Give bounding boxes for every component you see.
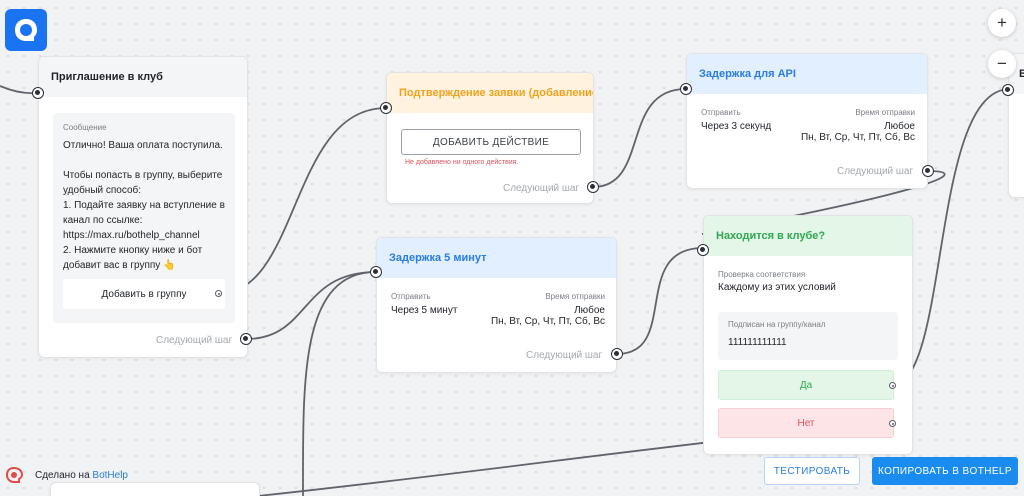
time-label: Время отправки (855, 108, 915, 117)
node-partial-bottom[interactable] (50, 482, 260, 496)
node-title: Находится в клубе? (704, 216, 912, 256)
node-title: Подтверждение заявки (добавление ... (387, 73, 593, 113)
invite-input-port[interactable] (32, 87, 44, 99)
branch-no[interactable]: Нет (718, 408, 894, 438)
next-step-label: Следующий шаг (526, 350, 603, 361)
inclub-input-port[interactable] (697, 244, 709, 256)
node-delay-api[interactable]: Задержка для API Отправить Через 3 секун… (686, 53, 928, 189)
condition-label: Подписан на группу/канал (728, 320, 826, 329)
delay5-input-port[interactable] (370, 266, 382, 278)
made-prefix: Сделано на (35, 469, 90, 481)
node-invite-to-club[interactable]: Приглашение в клуб Сообщение Отлично! Ва… (38, 56, 248, 358)
time-value-any: Любое (574, 305, 605, 316)
wire-confirm-to-delayapi (592, 88, 687, 188)
zoom-out-button[interactable]: − (988, 50, 1016, 78)
send-value: Через 3 секунд (701, 121, 772, 132)
delay5-next-port[interactable] (611, 348, 623, 360)
condition-block[interactable]: Подписан на группу/канал 111111111111 (718, 312, 898, 360)
node-in-club-condition[interactable]: Находится в клубе? Проверка соответствия… (703, 215, 913, 455)
send-label: Отправить (391, 292, 431, 301)
next-step-label: Следующий шаг (156, 335, 233, 346)
check-label: Проверка соответствия (718, 270, 806, 279)
time-value-days: Пн, Вт, Ср, Чт, Пт, Сб, Вс (490, 316, 605, 327)
node-title: Приглашение в клуб (39, 57, 247, 97)
confirm-input-port[interactable] (380, 102, 392, 114)
time-value-days: Пн, Вт, Ср, Чт, Пт, Сб, Вс (800, 132, 915, 143)
message-block[interactable]: Сообщение Отлично! Ваша оплата поступила… (53, 113, 235, 323)
no-actions-warning: Не добавлено ни одного действия. (405, 159, 519, 166)
copy-to-bothelp-button[interactable]: КОПИРОВАТЬ В BOTHELP (872, 457, 1018, 485)
bothelp-logo[interactable] (5, 9, 47, 51)
node-title: Задержка для API (687, 54, 927, 94)
wire-invite-next-to-delay5 (245, 271, 377, 340)
node-confirm-request[interactable]: Подтверждение заявки (добавление ... ДОБ… (386, 72, 594, 204)
wire-delay5-to-inclub (616, 247, 704, 355)
send-value: Через 5 минут (391, 305, 458, 316)
next-step-label: Следующий шаг (503, 183, 580, 194)
speech-bubble-icon (15, 19, 37, 41)
check-value: Каждому из этих условий (718, 282, 836, 293)
bothelp-link[interactable]: BotHelp (92, 469, 128, 481)
invite-next-port[interactable] (240, 333, 252, 345)
right-input-port[interactable] (1002, 84, 1014, 96)
bothelp-mini-logo-icon (5, 466, 24, 483)
time-value-any: Любое (884, 121, 915, 132)
branch-yes-port[interactable] (889, 382, 896, 389)
delayapi-input-port[interactable] (680, 83, 692, 95)
message-label: Сообщение (63, 123, 107, 132)
next-step-label: Следующий шаг (837, 166, 914, 177)
made-with-footer: Сделано на BotHelp (5, 466, 128, 484)
delayapi-next-port[interactable] (922, 165, 934, 177)
add-to-group-button[interactable]: Добавить в группу (63, 279, 225, 309)
condition-value: 111111111111 (728, 337, 787, 348)
branch-no-port[interactable] (889, 420, 896, 427)
message-text: Отлично! Ваша оплата поступила. Чтобы по… (63, 140, 225, 271)
wire-down-left (302, 271, 377, 496)
add-action-button[interactable]: ДОБАВИТЬ ДЕЙСТВИЕ (401, 129, 581, 155)
node-delay-5-min[interactable]: Задержка 5 минут Отправить Через 5 минут… (376, 237, 617, 373)
add-to-group-port[interactable] (215, 290, 222, 297)
branch-yes[interactable]: Да (718, 370, 894, 400)
time-label: Время отправки (545, 292, 605, 301)
zoom-in-button[interactable]: + (988, 9, 1016, 37)
confirm-next-port[interactable] (587, 181, 599, 193)
test-button[interactable]: ТЕСТИРОВАТЬ (764, 457, 860, 485)
node-title: Задержка 5 минут (377, 238, 616, 278)
send-label: Отправить (701, 108, 741, 117)
